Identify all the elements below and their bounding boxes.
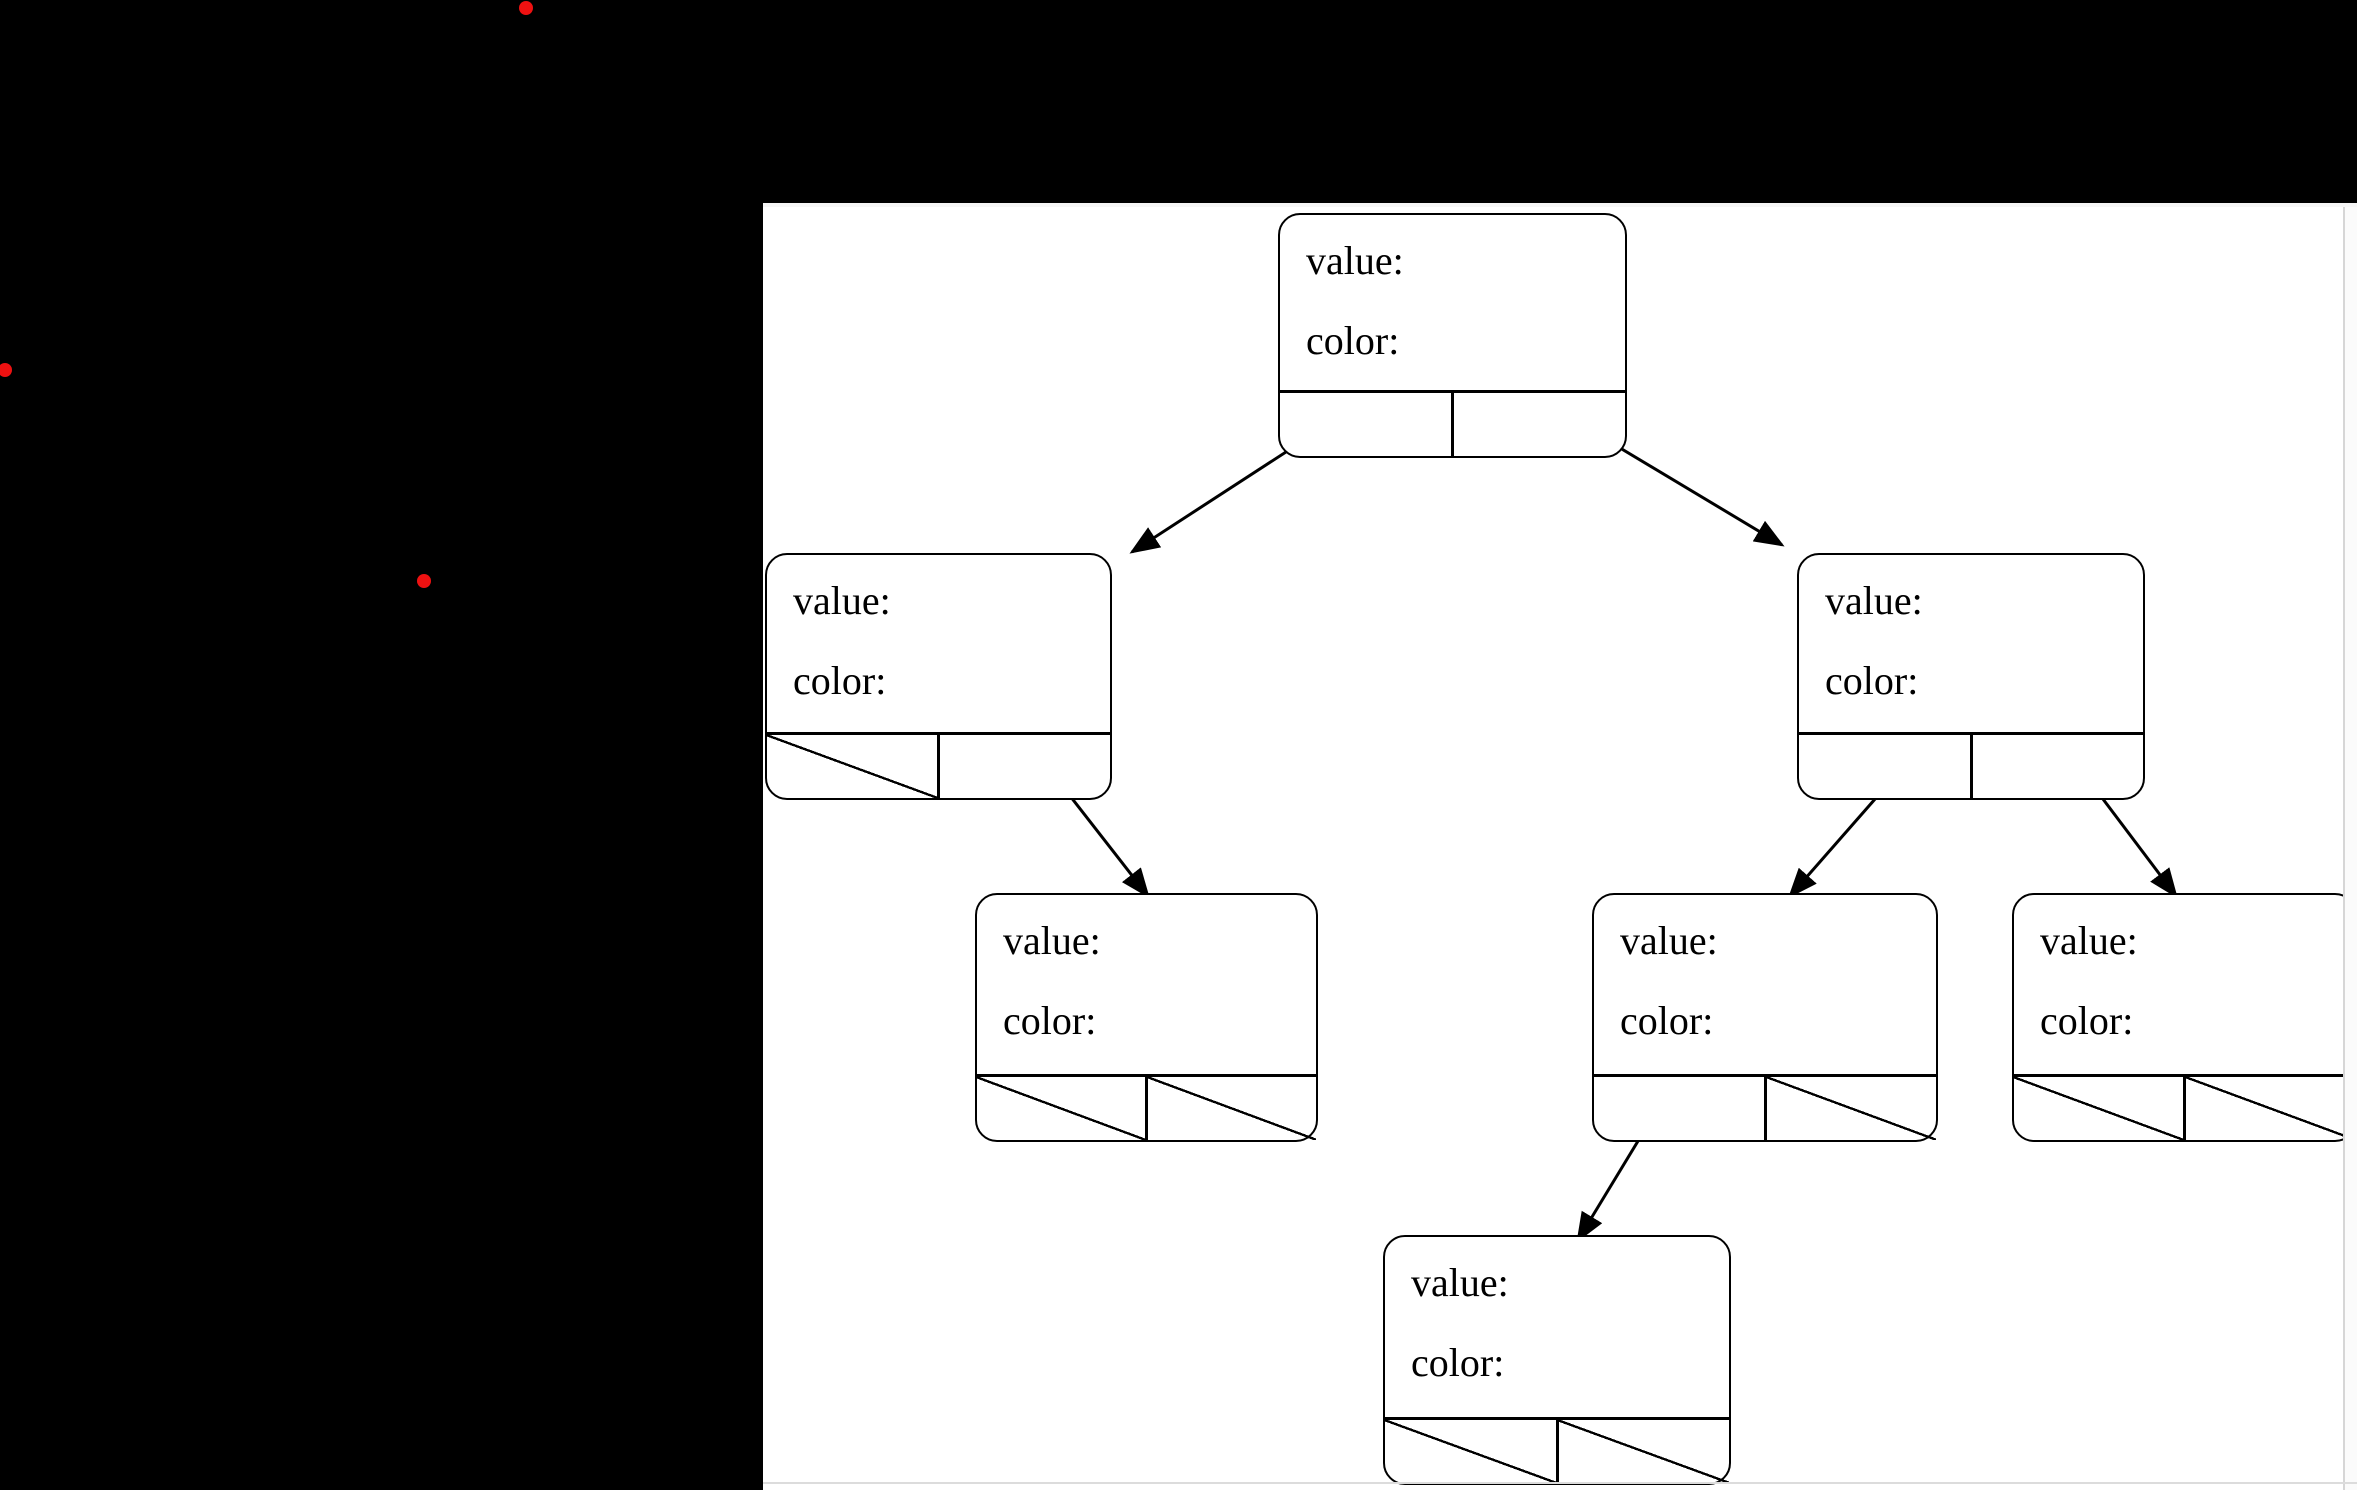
node-leaf-c-right-pointer-null[interactable] (2183, 1077, 2355, 1140)
node-right-child-color-label: color: (1825, 658, 1919, 703)
node-leaf-b-left-pointer[interactable] (1594, 1077, 1764, 1140)
node-right-child[interactable]: value: color: (1797, 553, 2145, 800)
node-leaf-c-left-pointer-null[interactable] (2014, 1077, 2183, 1140)
node-leaf-a-left-pointer-null[interactable] (977, 1077, 1145, 1140)
node-left-child-value-label: value: (793, 578, 891, 623)
node-leaf-d-left-pointer-null[interactable] (1385, 1420, 1556, 1483)
node-left-child[interactable]: value: color: (765, 553, 1112, 800)
node-left-child-left-pointer-null[interactable] (767, 735, 937, 798)
panel-right-edge[interactable] (2343, 207, 2357, 1490)
panel-top-rule (763, 203, 2357, 208)
node-right-child-value-label: value: (1825, 578, 1923, 623)
node-leaf-b-right-pointer-null[interactable] (1763, 1077, 1936, 1140)
node-right-child-left-pointer[interactable] (1799, 735, 1970, 798)
node-root-value-label: value: (1306, 238, 1404, 283)
node-leaf-c-fields: value: color: (2014, 895, 2355, 1074)
node-leaf-a-fields: value: color: (977, 895, 1316, 1074)
node-leaf-c-value-label: value: (2040, 918, 2138, 963)
node-leaf-c[interactable]: value: color: (2012, 893, 2357, 1142)
node-root-right-pointer[interactable] (1451, 393, 1625, 456)
node-leaf-a-right-pointer-null[interactable] (1145, 1077, 1316, 1140)
node-leaf-d-pointers (1385, 1417, 1729, 1483)
node-leaf-b-color-label: color: (1620, 998, 1714, 1043)
marker-dot-left (0, 363, 12, 377)
node-leaf-b[interactable]: value: color: (1592, 893, 1938, 1142)
node-leaf-d[interactable]: value: color: (1383, 1235, 1731, 1485)
node-left-child-pointers (767, 732, 1110, 798)
node-root-fields: value: color: (1280, 215, 1625, 390)
node-leaf-c-pointers (2014, 1074, 2355, 1140)
node-leaf-d-fields: value: color: (1385, 1237, 1729, 1417)
marker-dot-middle (417, 574, 431, 588)
node-leaf-b-pointers (1594, 1074, 1936, 1140)
node-root-pointers (1280, 390, 1625, 456)
panel-bottom-border (763, 1482, 2357, 1484)
node-right-child-pointers (1799, 732, 2143, 798)
marker-dot-top (519, 1, 533, 15)
node-right-child-right-pointer[interactable] (1969, 735, 2144, 798)
node-left-child-fields: value: color: (767, 555, 1110, 732)
node-left-child-color-label: color: (793, 658, 887, 703)
node-right-child-fields: value: color: (1799, 555, 2143, 732)
node-leaf-c-color-label: color: (2040, 998, 2134, 1043)
node-root-color-label: color: (1306, 318, 1400, 363)
node-leaf-b-value-label: value: (1620, 918, 1718, 963)
diagram-panel: value: color: value: color: value: c (763, 207, 2357, 1490)
node-leaf-d-value-label: value: (1411, 1260, 1509, 1305)
node-leaf-d-color-label: color: (1411, 1340, 1505, 1385)
node-root-left-pointer[interactable] (1280, 393, 1451, 456)
node-left-child-right-pointer[interactable] (937, 735, 1110, 798)
node-leaf-b-fields: value: color: (1594, 895, 1936, 1074)
node-leaf-a[interactable]: value: color: (975, 893, 1318, 1142)
node-leaf-a-color-label: color: (1003, 998, 1097, 1043)
node-root[interactable]: value: color: (1278, 213, 1627, 458)
node-leaf-a-value-label: value: (1003, 918, 1101, 963)
node-leaf-d-right-pointer-null[interactable] (1555, 1420, 1729, 1483)
node-leaf-a-pointers (977, 1074, 1316, 1140)
